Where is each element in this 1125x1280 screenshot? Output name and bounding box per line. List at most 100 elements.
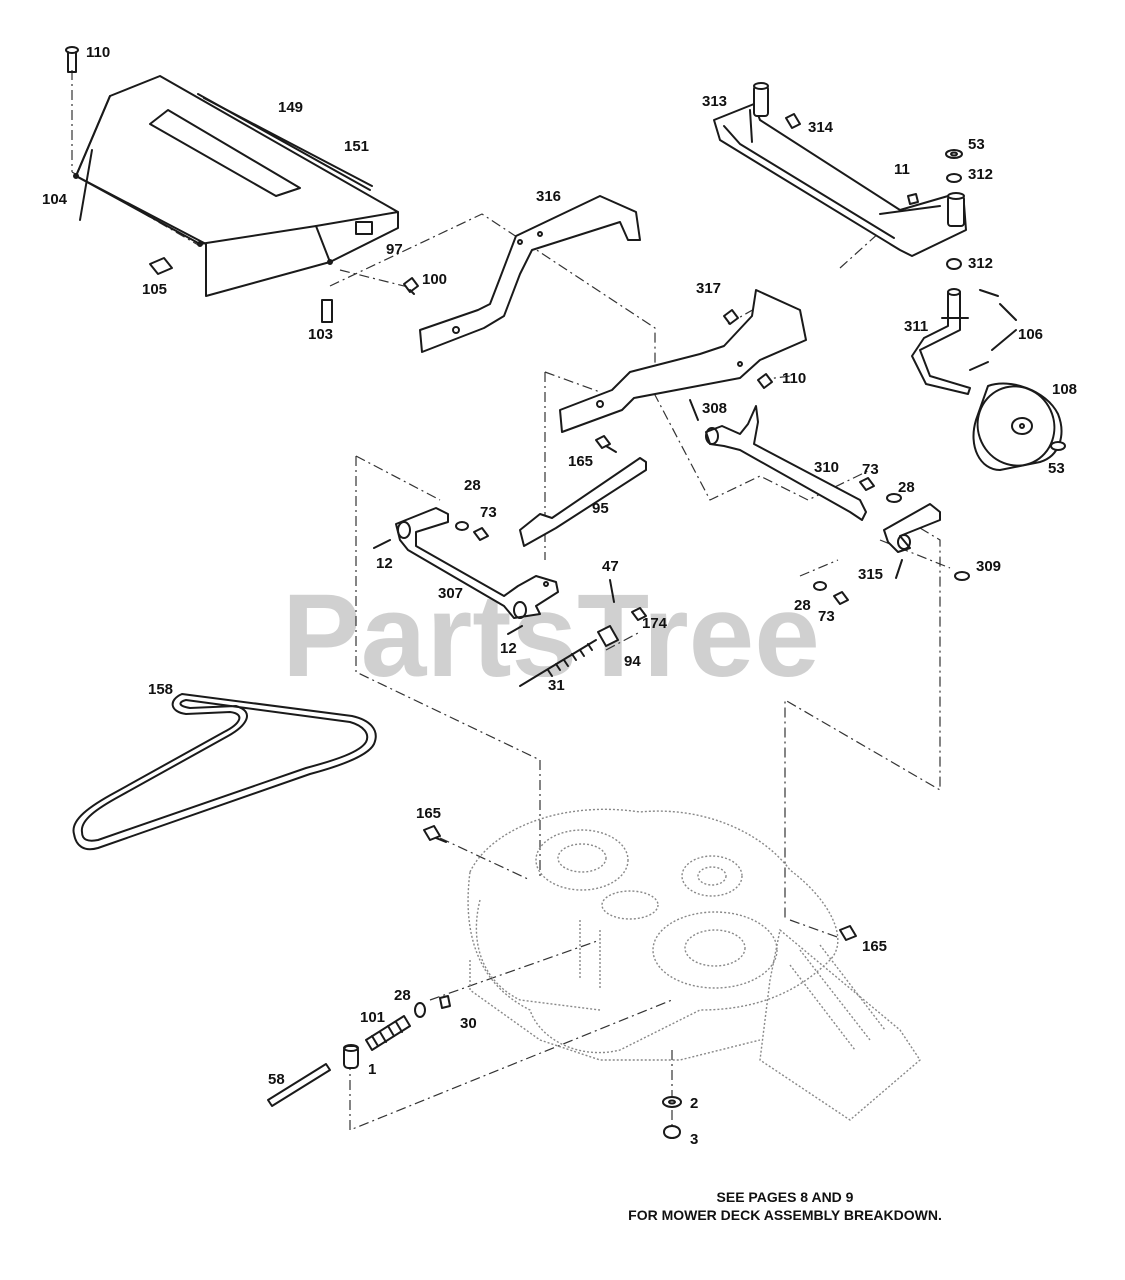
block-94: [597, 625, 619, 647]
callout-316: 316: [536, 188, 561, 205]
nut-11: [907, 193, 919, 205]
callout-28-spring: 28: [394, 987, 411, 1004]
callout-30: 30: [460, 1015, 477, 1032]
front-axle-313: [713, 82, 967, 257]
spring-101: [365, 1015, 411, 1051]
washer-53-top: [945, 149, 963, 159]
nut-73-lower: [833, 591, 849, 605]
front-lift-shaft-307: [395, 507, 559, 619]
callout-11: 11: [894, 161, 910, 178]
washer-2: [662, 1096, 682, 1108]
pin-12-upper: [373, 539, 391, 549]
callout-165-left: 165: [416, 805, 441, 822]
ferrule-1: [343, 1044, 359, 1069]
callout-105: 105: [142, 281, 167, 298]
callout-47: 47: [602, 558, 619, 575]
spindle-311: [911, 288, 971, 395]
nut-30: [439, 995, 451, 1009]
clip-103: [321, 299, 333, 323]
callout-58: 58: [268, 1071, 285, 1088]
bushing-312-top: [946, 173, 962, 183]
pin-308: [689, 399, 699, 421]
callout-labels: 110 149 151 104 97 105 100 103 313 314 5…: [42, 44, 1077, 1148]
callout-12-lower: 12: [500, 640, 517, 657]
wheel-108: [972, 382, 1063, 471]
callout-31: 31: [548, 677, 565, 694]
callout-308: 308: [702, 400, 727, 417]
drive-belt-158: [72, 693, 377, 851]
deflector-shield: [73, 75, 399, 297]
callout-2: 2: [690, 1095, 698, 1112]
callout-110-mid: 110: [782, 370, 806, 387]
bolt-165-right: [839, 925, 857, 941]
nut-73-left: [473, 527, 489, 541]
callout-73-left: 73: [480, 504, 497, 521]
rod-58: [267, 1063, 331, 1107]
callout-165: 165: [568, 453, 593, 470]
bolt-314: [785, 113, 801, 129]
rear-lift-shaft-310: [705, 405, 867, 521]
washer-28-spring: [414, 1002, 426, 1018]
callout-110: 110: [86, 44, 110, 61]
callout-3: 3: [690, 1131, 698, 1148]
washer-28-left: [455, 521, 469, 531]
callout-312-lower: 312: [968, 255, 993, 272]
pin-12-lower: [507, 625, 523, 635]
callout-307: 307: [438, 585, 463, 602]
callout-158: 158: [148, 681, 173, 698]
callout-149: 149: [278, 99, 303, 116]
nut-174: [631, 607, 647, 621]
washer-309: [954, 571, 970, 581]
bracket-317: [559, 289, 807, 433]
bolt-110-mid: [757, 373, 773, 389]
bracket-316: [419, 195, 641, 353]
callout-108: 108: [1052, 381, 1077, 398]
pin-47: [609, 579, 615, 603]
callout-1: 1: [368, 1061, 376, 1078]
callout-28-lower: 28: [794, 597, 811, 614]
assembly-lines: [71, 70, 951, 1131]
callout-104: 104: [42, 191, 68, 208]
callout-12: 12: [376, 555, 393, 572]
callout-174: 174: [642, 615, 668, 632]
callout-97: 97: [386, 241, 403, 258]
callout-309: 309: [976, 558, 1001, 575]
footnote-line-1: SEE PAGES 8 AND 9: [716, 1189, 854, 1205]
pin-315: [895, 559, 903, 579]
callout-314: 314: [808, 119, 834, 136]
callout-315: 315: [858, 566, 883, 583]
mower-deck-outline: [467, 808, 921, 1121]
callout-95: 95: [592, 500, 609, 517]
callout-313: 313: [702, 93, 727, 110]
bolt-165-mid: [595, 435, 617, 453]
callout-103: 103: [308, 326, 333, 343]
nut-73-right: [859, 477, 875, 491]
bushing-312-bottom: [946, 258, 962, 270]
callout-101: 101: [360, 1009, 385, 1026]
bolt-165-left: [423, 825, 447, 843]
adjust-rod-31: [519, 639, 597, 687]
callout-73: 73: [862, 461, 879, 478]
callout-100: 100: [422, 271, 447, 288]
callout-311: 311: [904, 318, 928, 335]
washer-28-lower: [813, 581, 827, 591]
callout-151: 151: [344, 138, 369, 155]
callout-94: 94: [624, 653, 641, 670]
callout-53: 53: [968, 136, 985, 153]
callout-53-wheel: 53: [1048, 460, 1065, 477]
callout-28-left: 28: [464, 477, 481, 494]
callout-165-right: 165: [862, 938, 887, 955]
washer-28-right: [886, 493, 902, 503]
bolt-110-top: [65, 46, 79, 73]
callout-73-lower: 73: [818, 608, 835, 625]
bolt-100: [403, 277, 419, 295]
footnote: SEE PAGES 8 AND 9 FOR MOWER DECK ASSEMBL…: [560, 1188, 1010, 1224]
callout-312: 312: [968, 166, 993, 183]
clip-3: [663, 1125, 681, 1139]
washer-53-wheel: [1050, 441, 1066, 451]
footnote-line-2: FOR MOWER DECK ASSEMBLY BREAKDOWN.: [628, 1207, 942, 1223]
bolt-317: [723, 309, 739, 325]
lift-arm-310-right: [883, 503, 941, 553]
link-95: [519, 457, 647, 547]
